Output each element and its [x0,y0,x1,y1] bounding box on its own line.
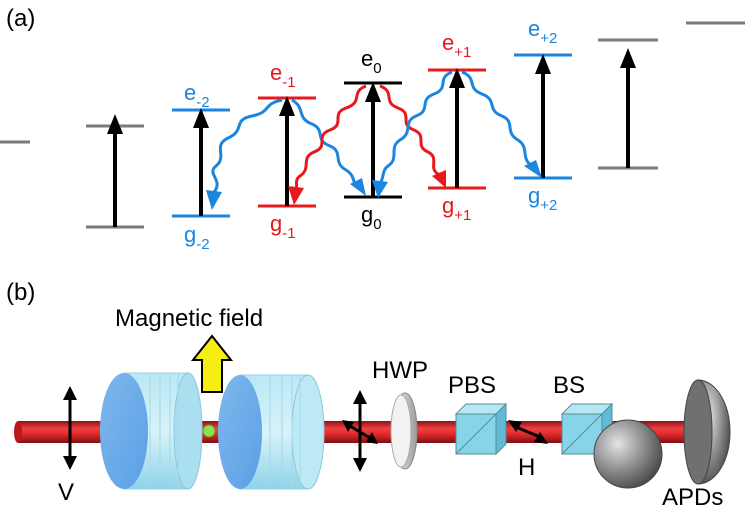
decay-ep1-to-gp2 [461,70,533,168]
polarization-h-arrow [508,420,548,444]
decay-e0-to-gm1 [294,84,367,191]
svg-text:e0: e0 [361,46,382,77]
svg-text:g+1: g+1 [442,193,471,224]
bs-label: BS [553,372,585,399]
pbs-label: PBS [448,372,496,399]
svg-text:e+1: e+1 [442,30,471,61]
excitation-arrows [107,48,636,227]
decay-arrows [206,70,542,210]
decay-em1-to-gm2 [211,98,283,193]
svg-text:g+2: g+2 [528,183,557,214]
svg-text:e-2: e-2 [184,80,210,111]
cavity-mirror-left [100,372,203,490]
detector-apd-right [683,379,731,485]
svg-text:e+2: e+2 [528,16,557,47]
hwp-label: HWP [372,357,428,384]
polarization-v-arrow [63,386,77,470]
atom [202,424,216,438]
panel-a-label: (a) [6,5,35,32]
svg-text:e-1: e-1 [270,60,296,91]
cavity-mirror-right [218,374,325,490]
polarizing-beam-splitter [454,402,508,456]
half-wave-plate [390,392,418,470]
magnetic-field-arrow-icon [190,334,234,393]
panel-b-label: (b) [6,279,35,306]
svg-text:g-2: g-2 [184,222,210,253]
magnetic-field-label: Magnetic field [115,305,263,332]
decay-em1-to-g0 [291,98,359,190]
polarization-v-label: V [58,479,74,506]
svg-text:g-1: g-1 [270,211,296,242]
decay-ep1-to-g0 [378,70,453,185]
svg-text:g0: g0 [361,202,382,233]
apds-label: APDs [662,484,723,511]
detector-apd-bottom [593,419,663,489]
level-labels: e-2 e-1 e0 e+1 e+2 g-2 g-1 g0 g+1 g+2 [184,16,557,253]
polarization-cross-arrows [342,390,378,472]
polarization-h-label: H [518,454,535,481]
